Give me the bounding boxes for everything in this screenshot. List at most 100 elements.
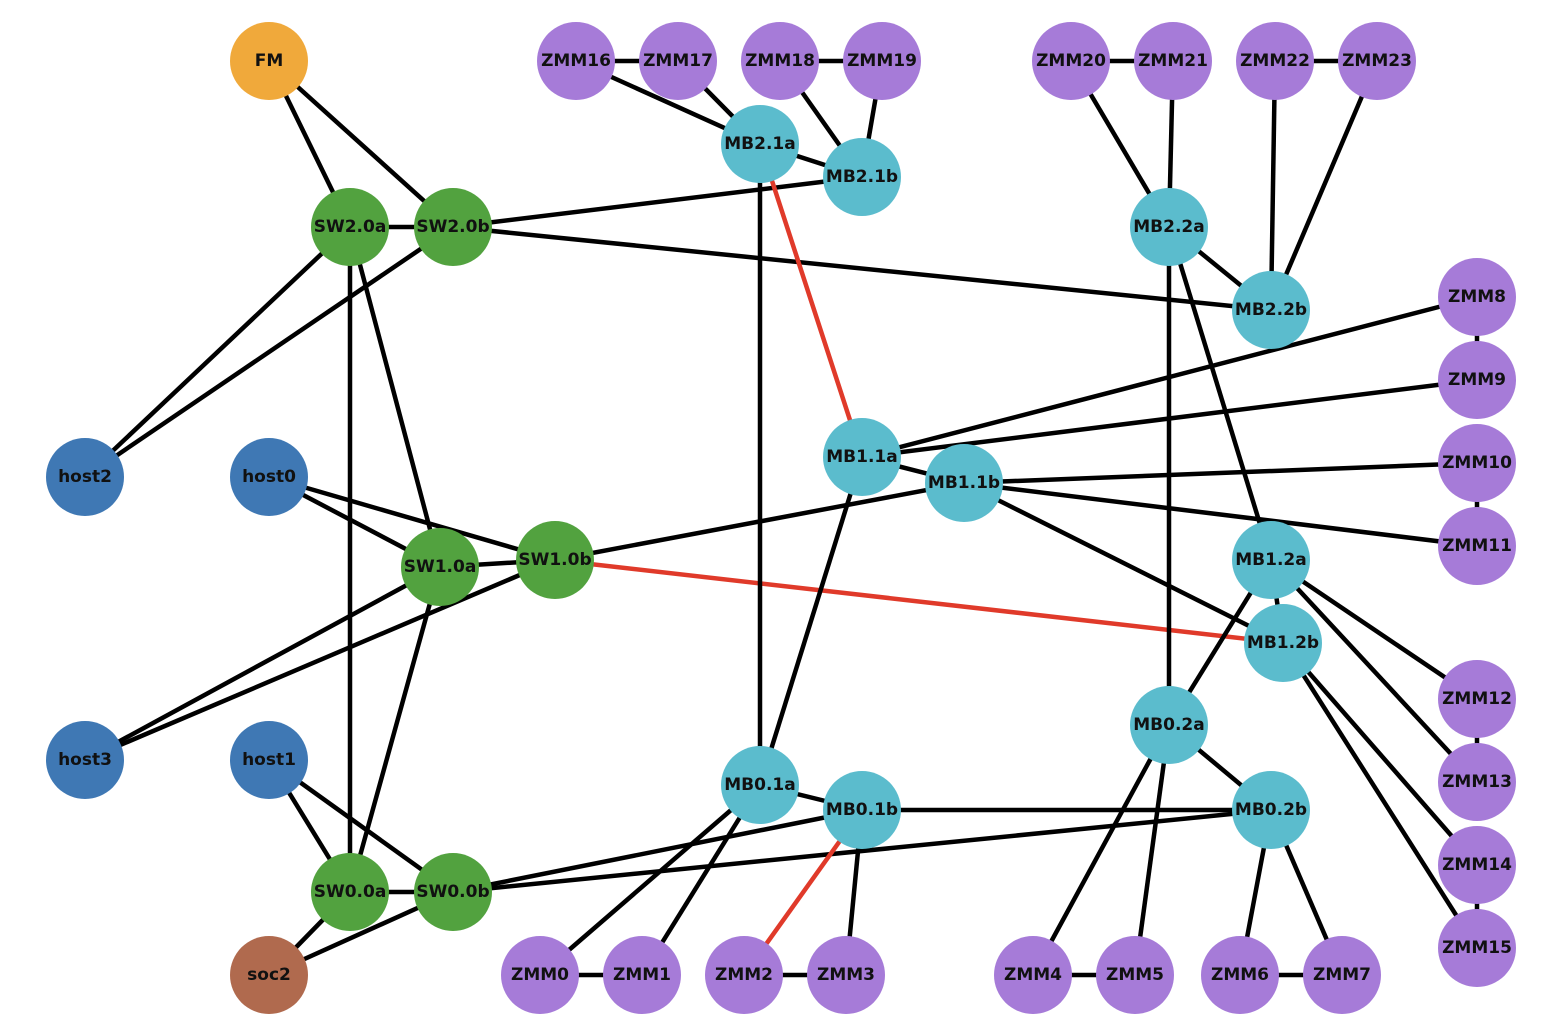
edge-mb1-1b-to-zmm11 bbox=[963, 480, 1478, 549]
node-circle-zmm16[interactable] bbox=[537, 22, 615, 100]
node-circle-sw2-0a[interactable] bbox=[311, 188, 389, 266]
node-circle-zmm9[interactable] bbox=[1438, 341, 1516, 419]
node-sw2-0b[interactable]: SW2.0b bbox=[414, 188, 492, 266]
node-zmm7[interactable]: ZMM7 bbox=[1303, 936, 1381, 1014]
node-circle-mb1-1b[interactable] bbox=[925, 444, 1003, 522]
node-circle-host2[interactable] bbox=[46, 438, 124, 516]
node-circle-mb0-1a[interactable] bbox=[721, 746, 799, 824]
node-zmm11[interactable]: ZMM11 bbox=[1438, 507, 1516, 585]
node-circle-zmm15[interactable] bbox=[1438, 909, 1516, 987]
node-circle-host1[interactable] bbox=[230, 721, 308, 799]
node-circle-mb2-1b[interactable] bbox=[823, 138, 901, 216]
node-mb0-1b[interactable]: MB0.1b bbox=[823, 771, 901, 849]
node-mb2-2a[interactable]: MB2.2a bbox=[1130, 188, 1208, 266]
node-mb1-1b[interactable]: MB1.1b bbox=[925, 444, 1003, 522]
node-circle-mb0-2b[interactable] bbox=[1232, 771, 1310, 849]
node-circle-zmm22[interactable] bbox=[1236, 22, 1314, 100]
node-host1[interactable]: host1 bbox=[230, 721, 308, 799]
node-circle-sw0-0b[interactable] bbox=[414, 853, 492, 931]
edge-sw1-0a-to-host3 bbox=[83, 565, 442, 762]
node-zmm2[interactable]: ZMM2 bbox=[705, 936, 783, 1014]
node-circle-sw0-0a[interactable] bbox=[311, 853, 389, 931]
node-mb2-2b[interactable]: MB2.2b bbox=[1232, 271, 1310, 349]
node-sw1-0a[interactable]: SW1.0a bbox=[401, 528, 479, 606]
node-zmm5[interactable]: ZMM5 bbox=[1096, 936, 1174, 1014]
node-host2[interactable]: host2 bbox=[46, 438, 124, 516]
node-circle-zmm7[interactable] bbox=[1303, 936, 1381, 1014]
node-soc2[interactable]: soc2 bbox=[230, 936, 308, 1014]
node-mb0-1a[interactable]: MB0.1a bbox=[721, 746, 799, 824]
node-zmm16[interactable]: ZMM16 bbox=[537, 22, 615, 100]
edges-layer bbox=[83, 58, 1480, 978]
node-zmm1[interactable]: ZMM1 bbox=[603, 936, 681, 1014]
node-circle-zmm13[interactable] bbox=[1438, 743, 1516, 821]
node-host3[interactable]: host3 bbox=[46, 721, 124, 799]
node-circle-zmm17[interactable] bbox=[639, 22, 717, 100]
node-circle-host3[interactable] bbox=[46, 721, 124, 799]
node-zmm23[interactable]: ZMM23 bbox=[1338, 22, 1416, 100]
node-zmm9[interactable]: ZMM9 bbox=[1438, 341, 1516, 419]
node-mb1-2a[interactable]: MB1.2a bbox=[1232, 521, 1310, 599]
node-circle-zmm20[interactable] bbox=[1032, 22, 1110, 100]
node-circle-fm[interactable] bbox=[230, 22, 308, 100]
node-fm[interactable]: FM bbox=[230, 22, 308, 100]
node-zmm10[interactable]: ZMM10 bbox=[1438, 424, 1516, 502]
node-zmm17[interactable]: ZMM17 bbox=[639, 22, 717, 100]
node-mb1-1a[interactable]: MB1.1a bbox=[823, 418, 901, 496]
node-circle-mb0-1b[interactable] bbox=[823, 771, 901, 849]
node-zmm22[interactable]: ZMM22 bbox=[1236, 22, 1314, 100]
node-circle-mb2-1a[interactable] bbox=[721, 105, 799, 183]
node-zmm15[interactable]: ZMM15 bbox=[1438, 909, 1516, 987]
node-zmm19[interactable]: ZMM19 bbox=[843, 22, 921, 100]
node-zmm6[interactable]: ZMM6 bbox=[1201, 936, 1279, 1014]
node-circle-sw2-0b[interactable] bbox=[414, 188, 492, 266]
node-circle-mb2-2a[interactable] bbox=[1130, 188, 1208, 266]
node-circle-zmm11[interactable] bbox=[1438, 507, 1516, 585]
node-zmm14[interactable]: ZMM14 bbox=[1438, 826, 1516, 904]
node-circle-zmm1[interactable] bbox=[603, 936, 681, 1014]
node-mb0-2a[interactable]: MB0.2a bbox=[1130, 686, 1208, 764]
node-circle-zmm14[interactable] bbox=[1438, 826, 1516, 904]
node-circle-zmm18[interactable] bbox=[741, 22, 819, 100]
node-mb2-1a[interactable]: MB2.1a bbox=[721, 105, 799, 183]
node-circle-zmm19[interactable] bbox=[843, 22, 921, 100]
node-circle-mb1-2a[interactable] bbox=[1232, 521, 1310, 599]
node-circle-zmm4[interactable] bbox=[994, 936, 1072, 1014]
node-host0[interactable]: host0 bbox=[230, 438, 308, 516]
node-sw2-0a[interactable]: SW2.0a bbox=[311, 188, 389, 266]
node-circle-host0[interactable] bbox=[230, 438, 308, 516]
node-circle-soc2[interactable] bbox=[230, 936, 308, 1014]
node-zmm3[interactable]: ZMM3 bbox=[807, 936, 885, 1014]
node-circle-zmm10[interactable] bbox=[1438, 424, 1516, 502]
node-circle-zmm6[interactable] bbox=[1201, 936, 1279, 1014]
node-circle-zmm8[interactable] bbox=[1438, 258, 1516, 336]
node-zmm4[interactable]: ZMM4 bbox=[994, 936, 1072, 1014]
node-circle-zmm0[interactable] bbox=[501, 936, 579, 1014]
node-zmm20[interactable]: ZMM20 bbox=[1032, 22, 1110, 100]
node-circle-mb2-2b[interactable] bbox=[1232, 271, 1310, 349]
node-circle-mb1-2b[interactable] bbox=[1244, 604, 1322, 682]
node-circle-zmm21[interactable] bbox=[1134, 22, 1212, 100]
node-circle-mb1-1a[interactable] bbox=[823, 418, 901, 496]
node-sw0-0b[interactable]: SW0.0b bbox=[414, 853, 492, 931]
node-zmm0[interactable]: ZMM0 bbox=[501, 936, 579, 1014]
edge-zmm22-to-mb2-2b bbox=[1268, 60, 1278, 311]
node-circle-sw1-0b[interactable] bbox=[516, 521, 594, 599]
node-zmm8[interactable]: ZMM8 bbox=[1438, 258, 1516, 336]
node-mb1-2b[interactable]: MB1.2b bbox=[1244, 604, 1322, 682]
node-zmm18[interactable]: ZMM18 bbox=[741, 22, 819, 100]
node-sw1-0b[interactable]: SW1.0b bbox=[516, 521, 594, 599]
node-sw0-0a[interactable]: SW0.0a bbox=[311, 853, 389, 931]
node-circle-zmm5[interactable] bbox=[1096, 936, 1174, 1014]
node-circle-zmm2[interactable] bbox=[705, 936, 783, 1014]
node-circle-zmm23[interactable] bbox=[1338, 22, 1416, 100]
node-zmm21[interactable]: ZMM21 bbox=[1134, 22, 1212, 100]
node-circle-zmm3[interactable] bbox=[807, 936, 885, 1014]
node-zmm12[interactable]: ZMM12 bbox=[1438, 660, 1516, 738]
node-mb0-2b[interactable]: MB0.2b bbox=[1232, 771, 1310, 849]
node-zmm13[interactable]: ZMM13 bbox=[1438, 743, 1516, 821]
node-circle-zmm12[interactable] bbox=[1438, 660, 1516, 738]
node-circle-mb0-2a[interactable] bbox=[1130, 686, 1208, 764]
node-mb2-1b[interactable]: MB2.1b bbox=[823, 138, 901, 216]
node-circle-sw1-0a[interactable] bbox=[401, 528, 479, 606]
